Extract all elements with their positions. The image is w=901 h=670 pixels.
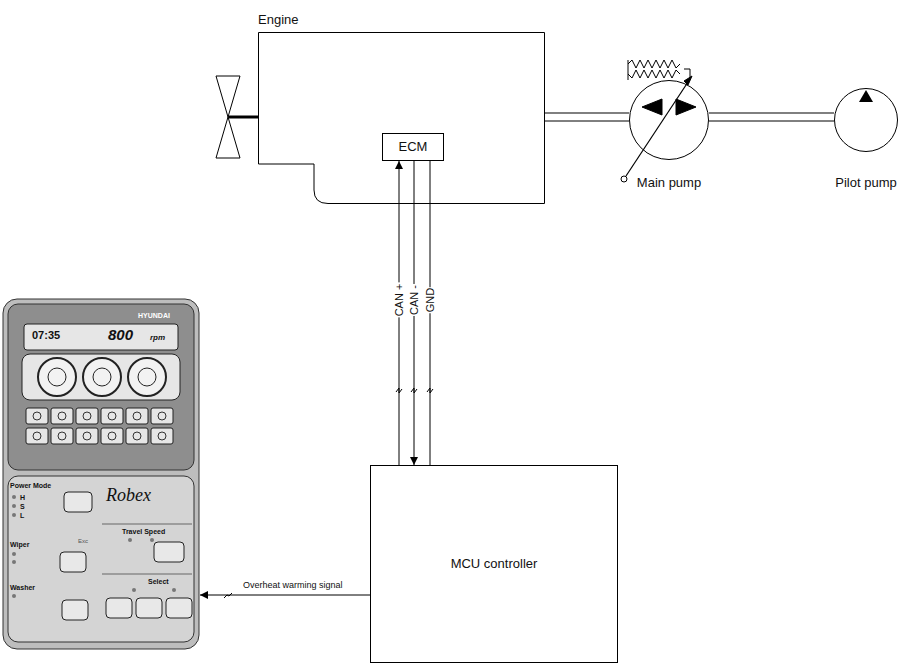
spring-symbol — [628, 60, 690, 80]
node-label: ECM — [399, 140, 428, 154]
cluster-panel-outline — [2, 298, 200, 650]
node-label: Pilot pump — [835, 176, 896, 190]
button-caption: Exc — [78, 538, 88, 545]
node-label: Main pump — [637, 176, 701, 190]
button-caption: Select — [148, 578, 169, 586]
node-label: MCU controller — [451, 557, 538, 571]
mode-letter: S — [20, 503, 25, 511]
ecm-box: ECM — [382, 133, 444, 161]
model-logo: Robex — [106, 486, 151, 506]
button-caption: Wiper — [10, 541, 29, 549]
button-caption: Travel Speed — [122, 528, 165, 536]
button-caption: Power Mode — [10, 482, 51, 490]
main-pump-circle: Main pump — [629, 80, 709, 160]
engine-housing-outline — [258, 32, 545, 204]
fan — [216, 76, 258, 158]
drive-shaft — [545, 113, 629, 122]
pilot-pump-circle: Pilot pump — [834, 88, 898, 152]
drive-shaft-fill — [709, 114, 834, 121]
main-pump-circle-outline — [629, 80, 709, 160]
rpm-readout: 800 — [108, 327, 133, 344]
rpm-unit: rpm — [150, 334, 165, 343]
button-caption: Washer — [10, 584, 35, 592]
mode-letter: L — [20, 512, 24, 520]
signal-label: Overheat warming signal — [242, 581, 344, 591]
pilot-pump-circle-outline — [834, 88, 898, 152]
pump-direction-triangle — [859, 90, 873, 102]
mode-letter: H — [20, 494, 25, 502]
engine-housing: ECMEngine — [258, 32, 545, 204]
signal-label: CAN + — [393, 283, 405, 318]
signal-label: GND — [424, 287, 436, 313]
variable-pump-symbol — [621, 76, 696, 182]
drive-shaft — [709, 113, 834, 122]
brand-name: HYUNDAI — [138, 312, 170, 320]
clock-readout: 07:35 — [32, 329, 60, 341]
signal-line — [200, 595, 370, 596]
mcu-controller-box: MCU controller — [370, 465, 618, 663]
node-heading: Engine — [258, 13, 298, 27]
drive-shaft-fill — [545, 114, 629, 121]
cluster-panel: HYUNDAI 07:35 800 rpmPower ModeHSL RobexTrav… — [2, 298, 200, 650]
signal-label: CAN - — [408, 284, 420, 316]
